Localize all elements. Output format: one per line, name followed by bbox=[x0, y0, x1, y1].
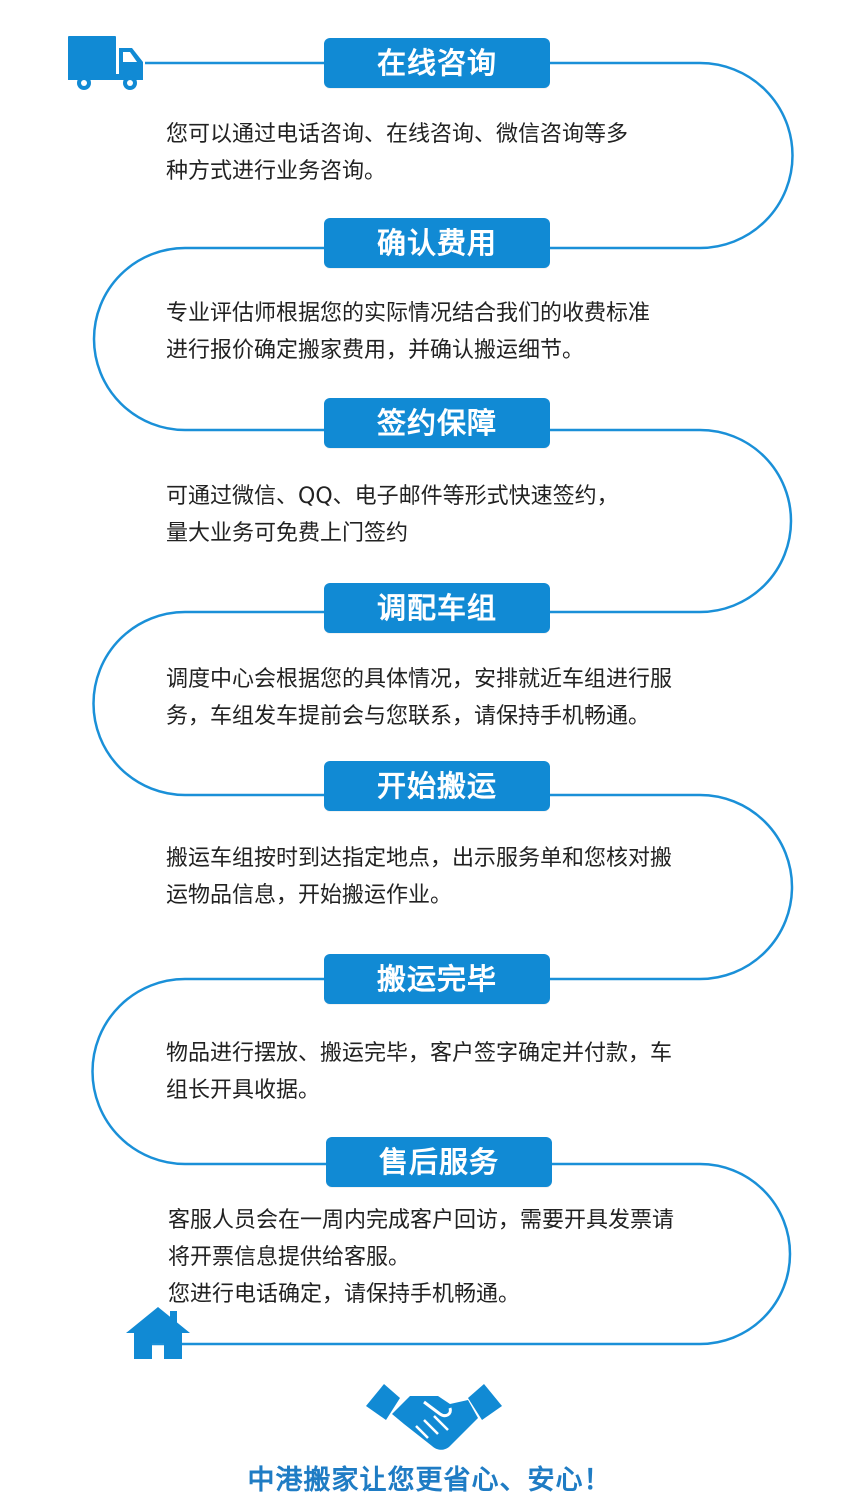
step-desc-line: 量大业务可免费上门签约 bbox=[166, 521, 409, 546]
step-desc-line: 种方式进行业务咨询。 bbox=[166, 159, 387, 184]
step-desc-line: 专业评估师根据您的实际情况结合我们的收费标准 bbox=[166, 301, 651, 326]
step-title-consult: 在线咨询 bbox=[324, 38, 550, 88]
step-desc-confirm-fee: 专业评估师根据您的实际情况结合我们的收费标准 进行报价确定搬家费用，并确认搬运细… bbox=[166, 295, 766, 369]
step-desc-line: 客服人员会在一周内完成客户回访，需要开具发票请 bbox=[168, 1208, 675, 1233]
step-desc-line: 调度中心会根据您的具体情况，安排就近车组进行服 bbox=[166, 667, 673, 692]
step-title-contract: 签约保障 bbox=[324, 398, 550, 448]
step-desc-line: 运物品信息，开始搬运作业。 bbox=[166, 883, 453, 908]
step-desc-line: 物品进行摆放、搬运完毕，客户签字确定并付款，车 bbox=[166, 1041, 673, 1066]
step-desc-contract: 可通过微信、QQ、电子邮件等形式快速签约， 量大业务可免费上门签约 bbox=[166, 478, 766, 552]
step-desc-line: 可通过微信、QQ、电子邮件等形式快速签约， bbox=[166, 484, 619, 509]
step-title-confirm-fee: 确认费用 bbox=[324, 218, 550, 268]
step-title-after-sales: 售后服务 bbox=[326, 1137, 552, 1187]
step-desc-line: 组长开具收据。 bbox=[166, 1078, 321, 1103]
step-desc-moving-done: 物品进行摆放、搬运完毕，客户签字确定并付款，车 组长开具收据。 bbox=[166, 1035, 766, 1109]
step-desc-line: 务，车组发车提前会与您联系，请保持手机畅通。 bbox=[166, 704, 651, 729]
step-desc-line: 进行报价确定搬家费用，并确认搬运细节。 bbox=[166, 338, 585, 363]
step-desc-line: 搬运车组按时到达指定地点，出示服务单和您核对搬 bbox=[166, 846, 673, 871]
step-desc-after-sales: 客服人员会在一周内完成客户回访，需要开具发票请 将开票信息提供给客服。 您进行电… bbox=[168, 1202, 768, 1313]
step-desc-start-moving: 搬运车组按时到达指定地点，出示服务单和您核对搬 运物品信息，开始搬运作业。 bbox=[166, 840, 766, 914]
truck-icon bbox=[68, 36, 143, 90]
step-desc-line: 将开票信息提供给客服。 bbox=[168, 1245, 411, 1270]
step-desc-dispatch: 调度中心会根据您的具体情况，安排就近车组进行服 务，车组发车提前会与您联系，请保… bbox=[166, 661, 766, 735]
step-desc-line: 您可以通过电话咨询、在线咨询、微信咨询等多 bbox=[166, 122, 629, 147]
flow-path-line bbox=[91, 61, 794, 1346]
step-title-moving-done: 搬运完毕 bbox=[324, 954, 550, 1004]
step-title-dispatch: 调配车组 bbox=[324, 583, 550, 633]
slogan: 中港搬家让您更省心、安心！ bbox=[247, 1465, 612, 1496]
step-desc-line: 您进行电话确定，请保持手机畅通。 bbox=[168, 1282, 521, 1307]
handshake-icon bbox=[366, 1384, 502, 1450]
house-icon bbox=[126, 1307, 190, 1359]
step-title-start-moving: 开始搬运 bbox=[324, 761, 550, 811]
step-desc-consult: 您可以通过电话咨询、在线咨询、微信咨询等多 种方式进行业务咨询。 bbox=[166, 116, 766, 190]
